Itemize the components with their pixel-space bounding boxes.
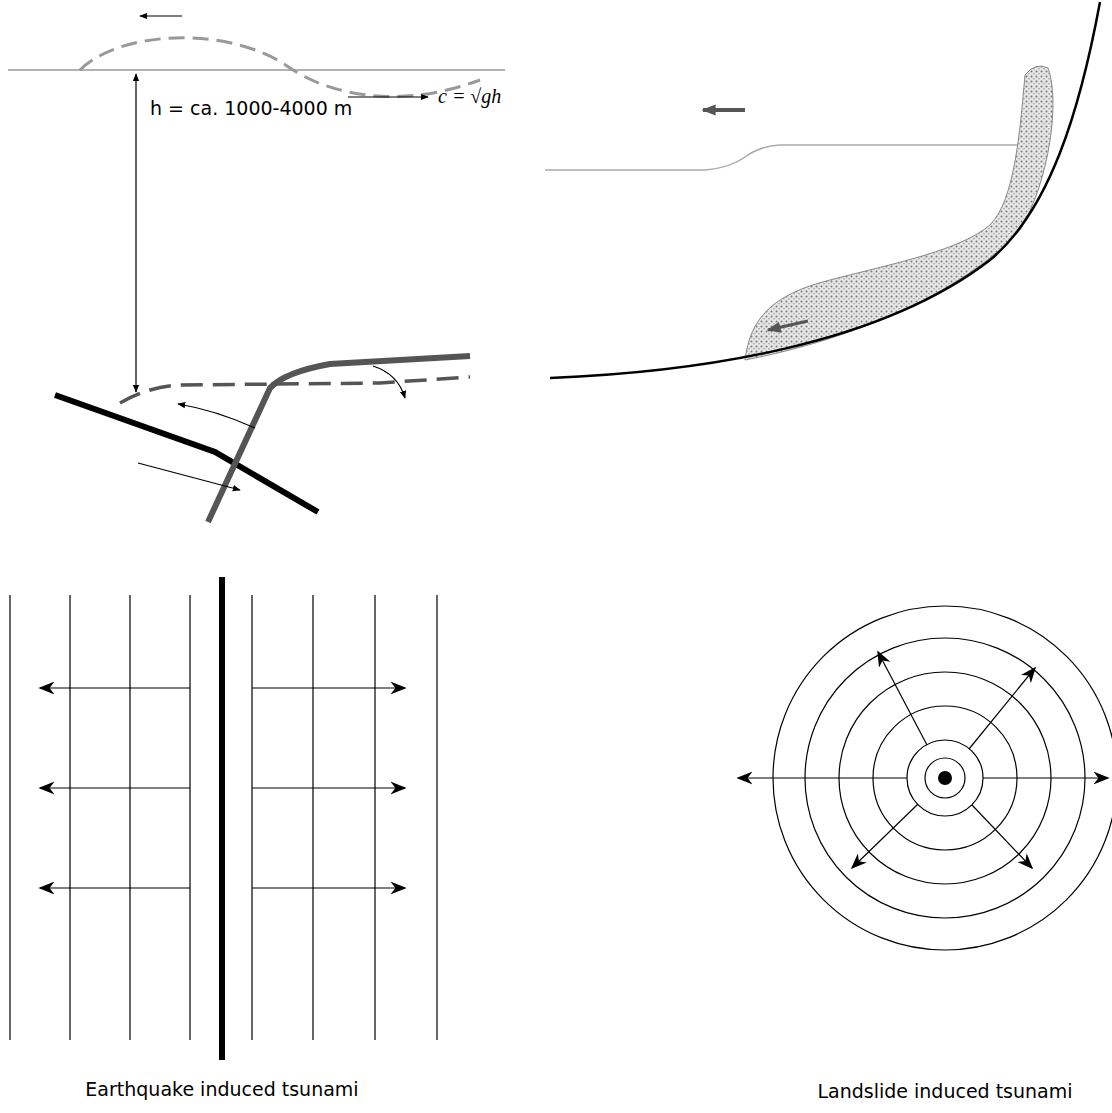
- propagation-arrow: [40, 887, 190, 888]
- wavefront: [907, 740, 983, 816]
- wavefront: [436, 595, 437, 1040]
- wavefront: [129, 595, 130, 1040]
- circular-wavefronts: [738, 606, 1112, 950]
- earthquake-section: [8, 16, 505, 522]
- depth-arrow: [135, 74, 136, 392]
- fault-line: [219, 577, 225, 1060]
- landslide-section: [545, 2, 1100, 378]
- propagation-arrow: [252, 787, 405, 788]
- fault-plate: [55, 395, 318, 512]
- slip-arrow: [138, 463, 240, 490]
- depth-label: h = ca. 1000-4000 m: [150, 97, 352, 120]
- wavefront: [312, 595, 313, 1040]
- wavefront: [69, 595, 70, 1040]
- slide-direction-arrow: [768, 321, 808, 330]
- propagation-arrow: [40, 787, 190, 788]
- propagation-arrow: [40, 687, 190, 688]
- propagation-arrow: [252, 687, 405, 688]
- propagation-arrow: [852, 804, 918, 868]
- speed-arrow: [348, 96, 428, 97]
- seabed-slope: [550, 2, 1100, 378]
- propagation-arrow: [738, 777, 907, 778]
- propagation-arrow: [972, 805, 1032, 868]
- plane-wavefronts: [10, 577, 437, 1060]
- wave-direction-arrow: [140, 15, 182, 16]
- wavefront: [374, 595, 375, 1040]
- wavefront: [925, 758, 965, 798]
- propagation-arrow: [983, 777, 1108, 778]
- water-surface: [545, 145, 1030, 170]
- speed-formula: c = √gh: [438, 84, 501, 108]
- wavefront: [251, 595, 252, 1040]
- slide-mass: [745, 66, 1053, 360]
- propagation-arrow: [878, 652, 927, 745]
- wavefront: [189, 595, 190, 1040]
- wave-profile: [80, 38, 480, 97]
- propagation-arrow: [252, 887, 405, 888]
- wavefront: [9, 595, 10, 1040]
- propagation-arrow: [969, 668, 1035, 749]
- caption-label: Landslide induced tsunami: [817, 1080, 1072, 1103]
- subsidence-arrow: [373, 366, 405, 398]
- caption-label: Earthquake induced tsunami: [85, 1078, 358, 1101]
- upper-plate: [208, 356, 470, 522]
- wave-direction-arrow: [703, 108, 745, 112]
- uplift-arrow: [178, 404, 255, 428]
- source-dot: [938, 771, 952, 785]
- displaced-plate: [120, 377, 470, 403]
